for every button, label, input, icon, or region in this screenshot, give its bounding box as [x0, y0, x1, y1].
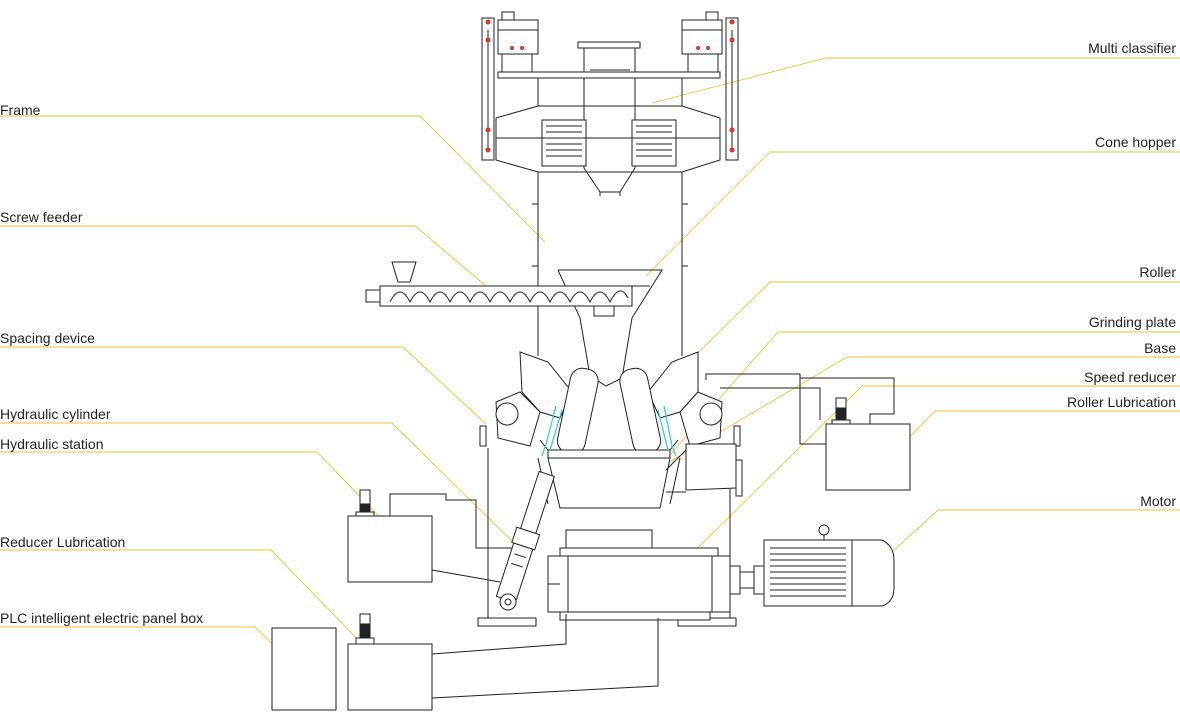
reducer-lubrication-station	[347, 613, 659, 711]
label-spacing-device: Spacing device	[0, 330, 95, 346]
label-motor: Motor	[1140, 493, 1176, 509]
speed-reducer	[547, 529, 765, 621]
label-cone-hopper: Cone hopper	[1095, 134, 1176, 150]
label-multi-classifier: Multi classifier	[1088, 40, 1176, 56]
label-roller: Roller	[1139, 264, 1176, 280]
frame-column	[532, 172, 688, 356]
leader-motor	[868, 509, 1180, 574]
roller-lubrication-station	[800, 377, 911, 491]
label-reducer-lubrication: Reducer Lubrication	[0, 534, 126, 550]
label-speed-reducer: Speed reducer	[1084, 369, 1176, 385]
label-grinding-plate: Grinding plate	[1088, 314, 1176, 330]
leader-hydraulic-station	[0, 451, 396, 534]
leader-hydraulic-cylinder	[0, 422, 521, 550]
grinding-section	[479, 351, 826, 459]
leader-plc-panel	[0, 626, 309, 679]
leader-roller-lubrication	[869, 410, 1180, 478]
plc-panel-box	[271, 627, 337, 711]
leader-frame	[0, 115, 546, 243]
label-roller-lubrication: Roller Lubrication	[1067, 394, 1176, 410]
leader-speed-reducer	[661, 385, 1180, 584]
leader-spacing-device	[0, 346, 487, 425]
leader-reducer-lubrication	[0, 549, 396, 679]
label-hydraulic-cylinder: Hydraulic cylinder	[0, 406, 111, 422]
hydraulic-cylinder	[495, 470, 555, 611]
motor	[763, 524, 895, 607]
screw-feeder	[365, 261, 633, 317]
leader-multi-classifier	[651, 57, 1180, 104]
leader-cone-hopper	[645, 151, 1180, 277]
label-plc-panel: PLC intelligent electric panel box	[0, 610, 204, 626]
label-hydraulic-station: Hydraulic station	[0, 436, 104, 452]
hydraulic-station	[347, 489, 512, 583]
leader-screw-feeder	[0, 225, 494, 293]
label-base: Base	[1144, 340, 1176, 356]
multi-classifier	[481, 11, 739, 196]
label-screw-feeder: Screw feeder	[0, 209, 83, 225]
base	[477, 443, 743, 627]
label-frame: Frame	[0, 102, 41, 118]
